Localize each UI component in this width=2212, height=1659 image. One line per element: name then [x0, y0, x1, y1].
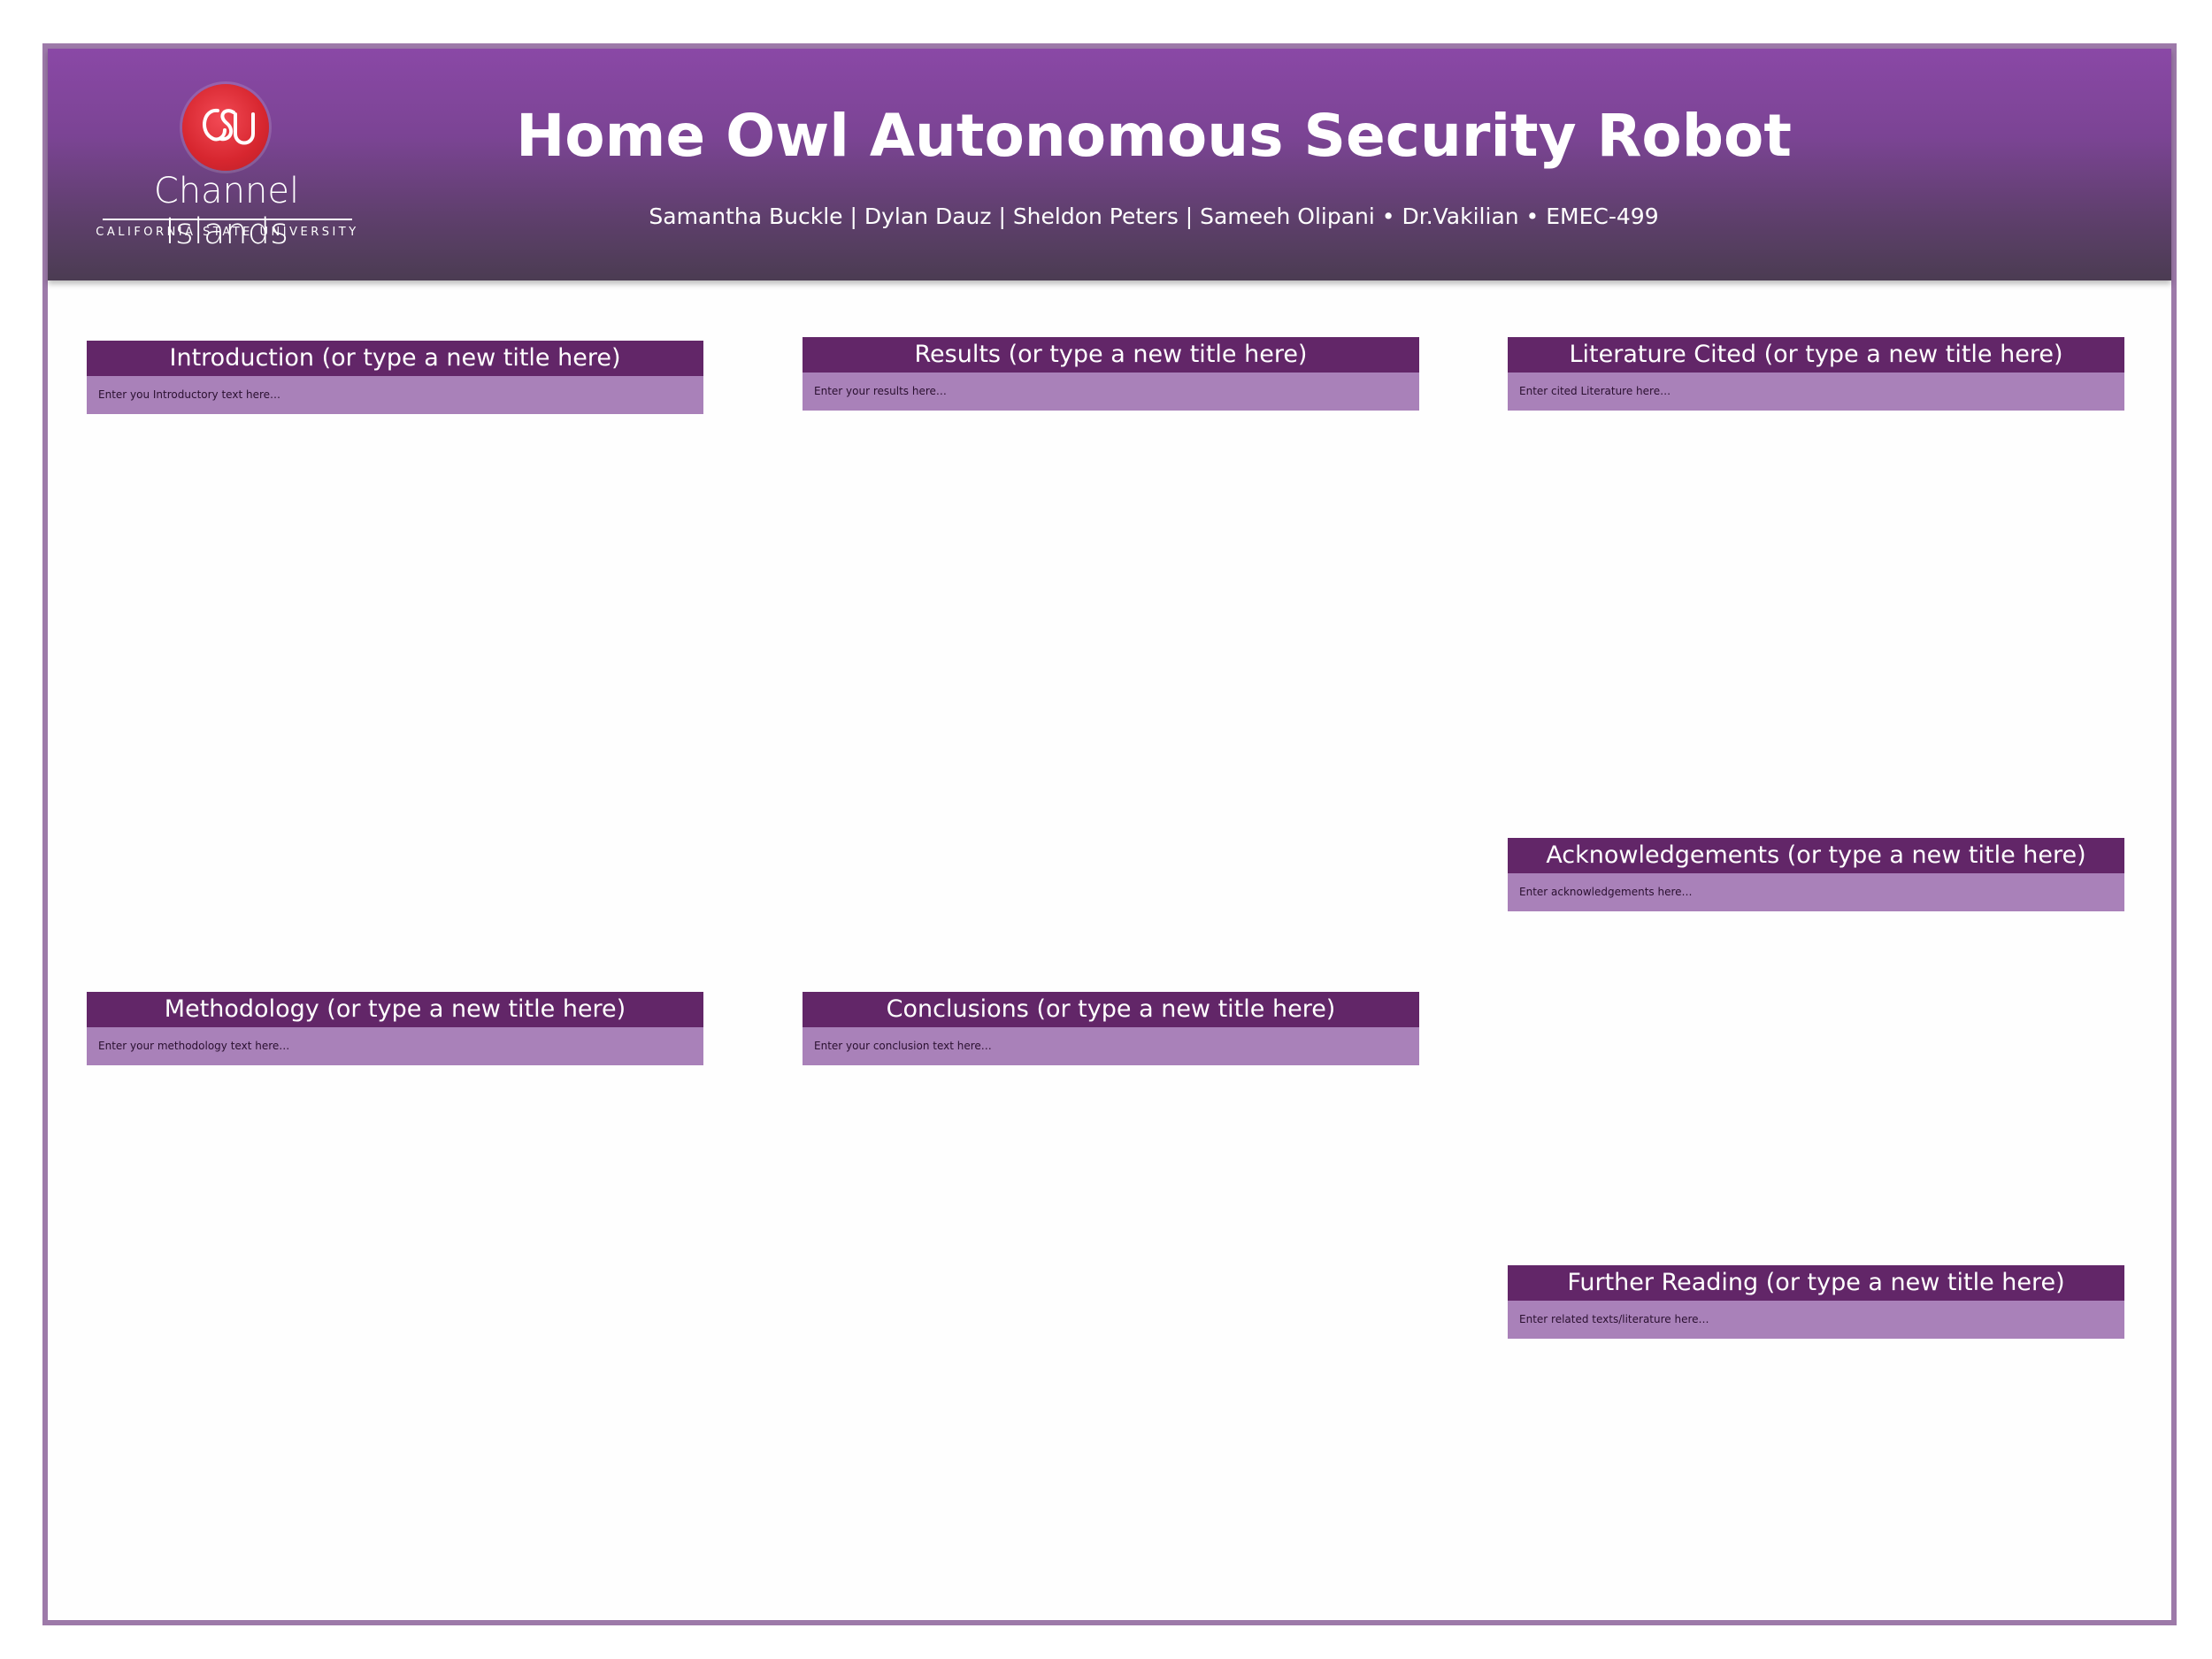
section-body[interactable]: Enter you Introductory text here… — [87, 376, 703, 414]
logo-divider — [103, 219, 352, 220]
section-body[interactable]: Enter your conclusion text here… — [803, 1027, 1419, 1065]
section-body[interactable]: Enter related texts/literature here… — [1508, 1301, 2124, 1339]
section-title[interactable]: Introduction (or type a new title here) — [87, 341, 703, 376]
section-title[interactable]: Literature Cited (or type a new title he… — [1508, 337, 2124, 373]
section-literature-cited[interactable]: Literature Cited (or type a new title he… — [1508, 337, 2124, 411]
section-body[interactable]: Enter your methodology text here… — [87, 1027, 703, 1065]
section-conclusions[interactable]: Conclusions (or type a new title here) E… — [803, 992, 1419, 1065]
poster-frame: Channel Islands CALIFORNIA STATE UNIVERS… — [42, 43, 2177, 1625]
section-title[interactable]: Conclusions (or type a new title here) — [803, 992, 1419, 1027]
section-title[interactable]: Acknowledgements (or type a new title he… — [1508, 838, 2124, 873]
section-acknowledgements[interactable]: Acknowledgements (or type a new title he… — [1508, 838, 2124, 911]
csu-seal-icon — [182, 84, 269, 171]
csu-seal-monogram — [203, 108, 255, 145]
section-body[interactable]: Enter cited Literature here… — [1508, 373, 2124, 411]
section-further-reading[interactable]: Further Reading (or type a new title her… — [1508, 1265, 2124, 1339]
section-results[interactable]: Results (or type a new title here) Enter… — [803, 337, 1419, 411]
section-title[interactable]: Further Reading (or type a new title her… — [1508, 1265, 2124, 1301]
section-introduction[interactable]: Introduction (or type a new title here) … — [87, 341, 703, 414]
poster-title: Home Owl Autonomous Security Robot — [516, 102, 1792, 170]
section-title[interactable]: Results (or type a new title here) — [803, 337, 1419, 373]
poster-header: Channel Islands CALIFORNIA STATE UNIVERS… — [48, 49, 2171, 280]
csu-channel-islands-logo: Channel Islands CALIFORNIA STATE UNIVERS… — [94, 84, 359, 252]
section-body[interactable]: Enter your results here… — [803, 373, 1419, 411]
section-body[interactable]: Enter acknowledgements here… — [1508, 873, 2124, 911]
logo-name: Channel Islands — [153, 171, 300, 252]
logo-subtitle: CALIFORNIA STATE UNIVERSITY — [96, 226, 359, 239]
section-methodology[interactable]: Methodology (or type a new title here) E… — [87, 992, 703, 1065]
poster-authors: Samantha Buckle | Dylan Dauz | Sheldon P… — [649, 204, 1659, 229]
section-title[interactable]: Methodology (or type a new title here) — [87, 992, 703, 1027]
